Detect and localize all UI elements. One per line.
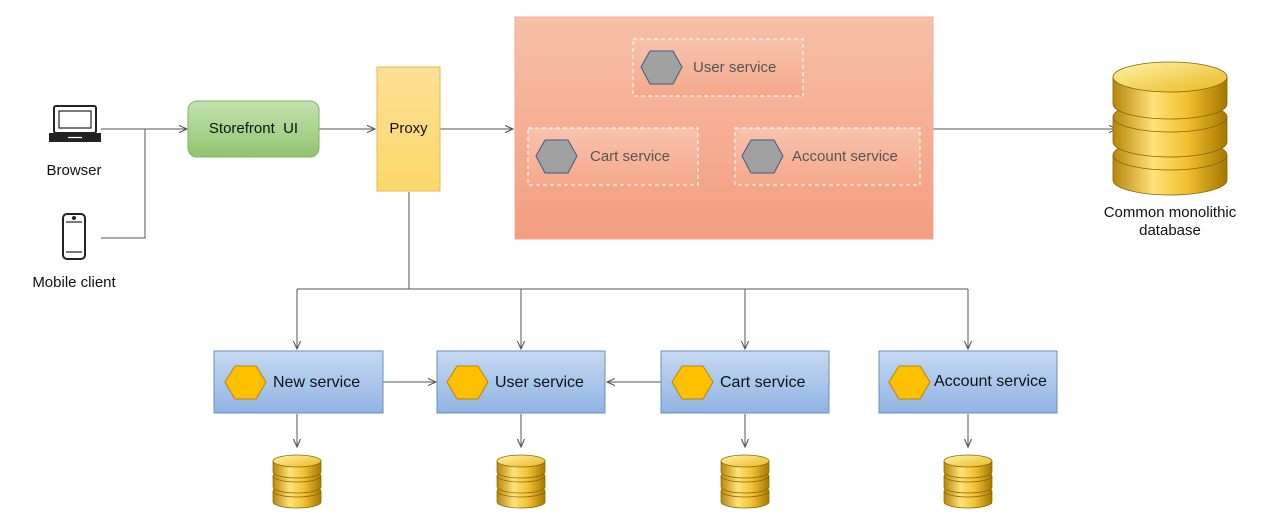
account-service-database-icon	[943, 454, 993, 509]
proxy-label: Proxy	[389, 120, 428, 137]
new-service-hexagon-icon	[224, 365, 267, 400]
monolith-cart-hexagon-icon	[535, 139, 578, 174]
common-database-icon	[1112, 61, 1228, 196]
monolith-cart-service-label: Cart service	[590, 148, 671, 165]
user-service-hexagon-icon	[446, 365, 489, 400]
monolith-account-service-label: Account service	[792, 148, 898, 165]
smartphone-icon	[62, 213, 86, 260]
browser-label: Browser	[46, 162, 102, 179]
database-label-line2: database	[1139, 222, 1201, 239]
cart-service-database-icon	[720, 454, 770, 509]
monolith-account-hexagon-icon	[741, 139, 784, 174]
proxy-box	[376, 66, 441, 192]
monolith-account-service-box	[734, 127, 921, 186]
new-service-label: New service	[273, 374, 361, 391]
monolith-user-service-label: User service	[693, 59, 777, 76]
edge-mobile-storefront	[101, 129, 146, 239]
account-service-hexagon-icon	[888, 365, 931, 400]
storefront-box	[187, 100, 320, 158]
cart-service-label: Cart service	[720, 374, 806, 391]
storefront-label: Storefront UI	[208, 120, 299, 137]
laptop-icon	[49, 105, 101, 142]
user-service-database-icon	[496, 454, 546, 509]
cart-service-hexagon-icon	[671, 365, 714, 400]
database-label-line1: Common monolithic	[1103, 204, 1237, 221]
mobile-client-label: Mobile client	[32, 274, 116, 291]
new-service-database-icon	[272, 454, 322, 509]
user-service-label: User service	[495, 374, 584, 391]
monolith-user-hexagon-icon	[640, 50, 683, 85]
account-service-label: Account service	[934, 373, 1047, 390]
